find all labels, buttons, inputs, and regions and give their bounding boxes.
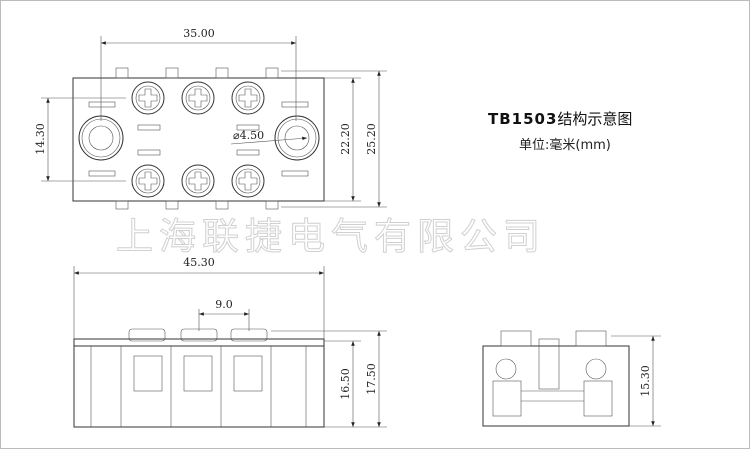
model-number: TB1503 (488, 110, 558, 128)
dim-top-width: 35.00 (183, 27, 215, 40)
unit-label: 单位:毫米(mm) (519, 138, 611, 153)
dim-body-height: 16.50 (339, 368, 352, 400)
mount-hole-left (78, 115, 124, 161)
screw-bottom-2 (181, 164, 215, 198)
dim-hole-pitch: 14.30 (34, 123, 47, 155)
screw-bottom-3 (231, 164, 265, 198)
dim-terminal-pitch: 9.0 (215, 298, 233, 311)
dim-front-width: 45.30 (183, 256, 215, 269)
screw-bottom-1 (131, 164, 165, 198)
front-view (73, 266, 387, 428)
dim-total-height: 17.50 (365, 363, 378, 395)
dim-outer-height: 25.20 (365, 123, 378, 155)
screw-top-3 (231, 81, 265, 115)
dim-hole-diameter: ⌀4.50 (233, 129, 264, 142)
mount-hole-right (230, 115, 320, 161)
dim-side-height: 15.30 (639, 365, 652, 397)
drawing-title: TB1503结构示意图 (488, 108, 632, 129)
title-suffix: 结构示意图 (557, 110, 633, 128)
dim-inner-height: 22.20 (339, 123, 352, 155)
watermark: 上海联捷电气有限公司 (116, 215, 546, 259)
top-view (41, 36, 387, 210)
side-view (482, 330, 661, 427)
screw-top-2 (181, 81, 215, 115)
screw-top-1 (131, 81, 165, 115)
